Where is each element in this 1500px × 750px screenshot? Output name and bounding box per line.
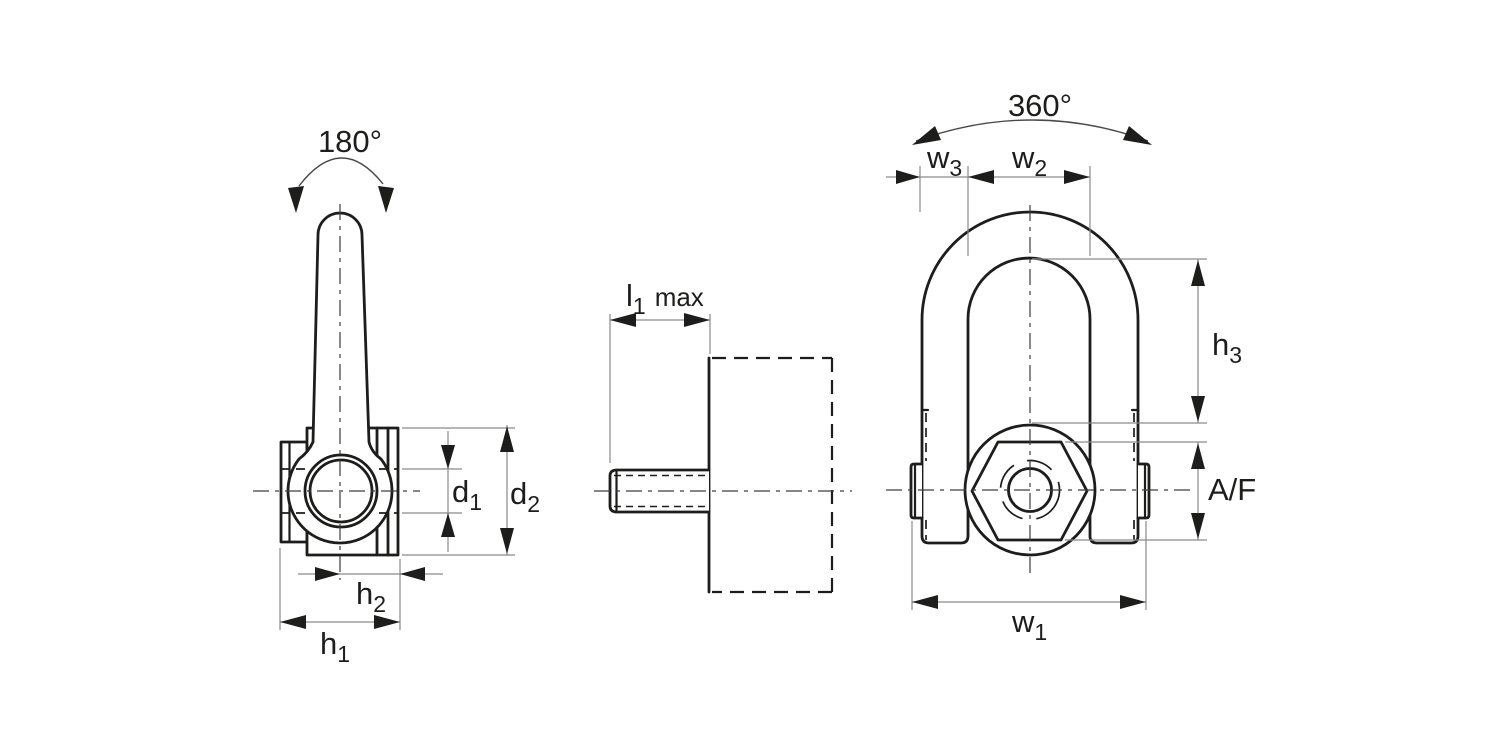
dim-arrowhead — [1191, 443, 1205, 469]
dim-arrowhead — [500, 426, 514, 452]
dim-arrowhead — [1191, 396, 1205, 422]
dim-arrowhead — [441, 445, 455, 469]
dim-arrowhead — [441, 513, 455, 537]
label-d2: d2 — [510, 476, 540, 517]
dim-arrowhead — [1064, 170, 1090, 184]
label-d1: d1 — [452, 474, 482, 515]
dim-arrowhead — [684, 313, 710, 327]
arc-arrowhead-left — [912, 126, 941, 145]
dim-arrowhead — [896, 170, 920, 184]
label-180-degrees: 180° — [318, 124, 382, 159]
dim-arrowhead — [610, 313, 636, 327]
label-h3: h3 — [1212, 327, 1242, 368]
dim-arrowhead — [280, 615, 306, 629]
dim-arrowhead — [500, 528, 514, 554]
rotation-arc-360 — [915, 119, 1149, 142]
pivot-pin-left — [909, 462, 924, 520]
arc-arrowhead-left — [288, 186, 304, 213]
front-view: 360° w3 w2 h3 A/F w1 — [886, 88, 1256, 645]
shackle-body — [920, 210, 1140, 545]
label-h1: h1 — [320, 626, 350, 667]
dim-arrowhead — [374, 615, 400, 629]
dim-arrowhead — [1120, 595, 1146, 609]
side-view: 180° d1 d2 h2 h1 — [253, 124, 540, 667]
label-w3: w3 — [926, 140, 962, 181]
label-w2: w2 — [1011, 140, 1047, 181]
arc-arrowhead-right — [378, 186, 394, 213]
dim-arrowhead — [1191, 513, 1205, 539]
dim-arrowhead — [968, 170, 994, 184]
dim-arrowhead — [315, 567, 340, 581]
pivot-pin-right — [1136, 462, 1151, 520]
hex-nut — [970, 440, 1089, 542]
dim-arrowhead — [400, 567, 425, 581]
label-af: A/F — [1208, 472, 1256, 507]
dim-arrowhead — [912, 595, 938, 609]
arc-arrowhead-right — [1123, 126, 1152, 145]
dim-arrowhead — [1191, 260, 1205, 286]
label-w1: w1 — [1011, 604, 1047, 645]
rotation-arc-180 — [298, 157, 384, 187]
thread-arc — [999, 459, 1061, 521]
label-360-degrees: 360° — [1008, 88, 1072, 123]
label-h2: h2 — [356, 576, 386, 617]
side-ring-outer — [303, 453, 379, 529]
